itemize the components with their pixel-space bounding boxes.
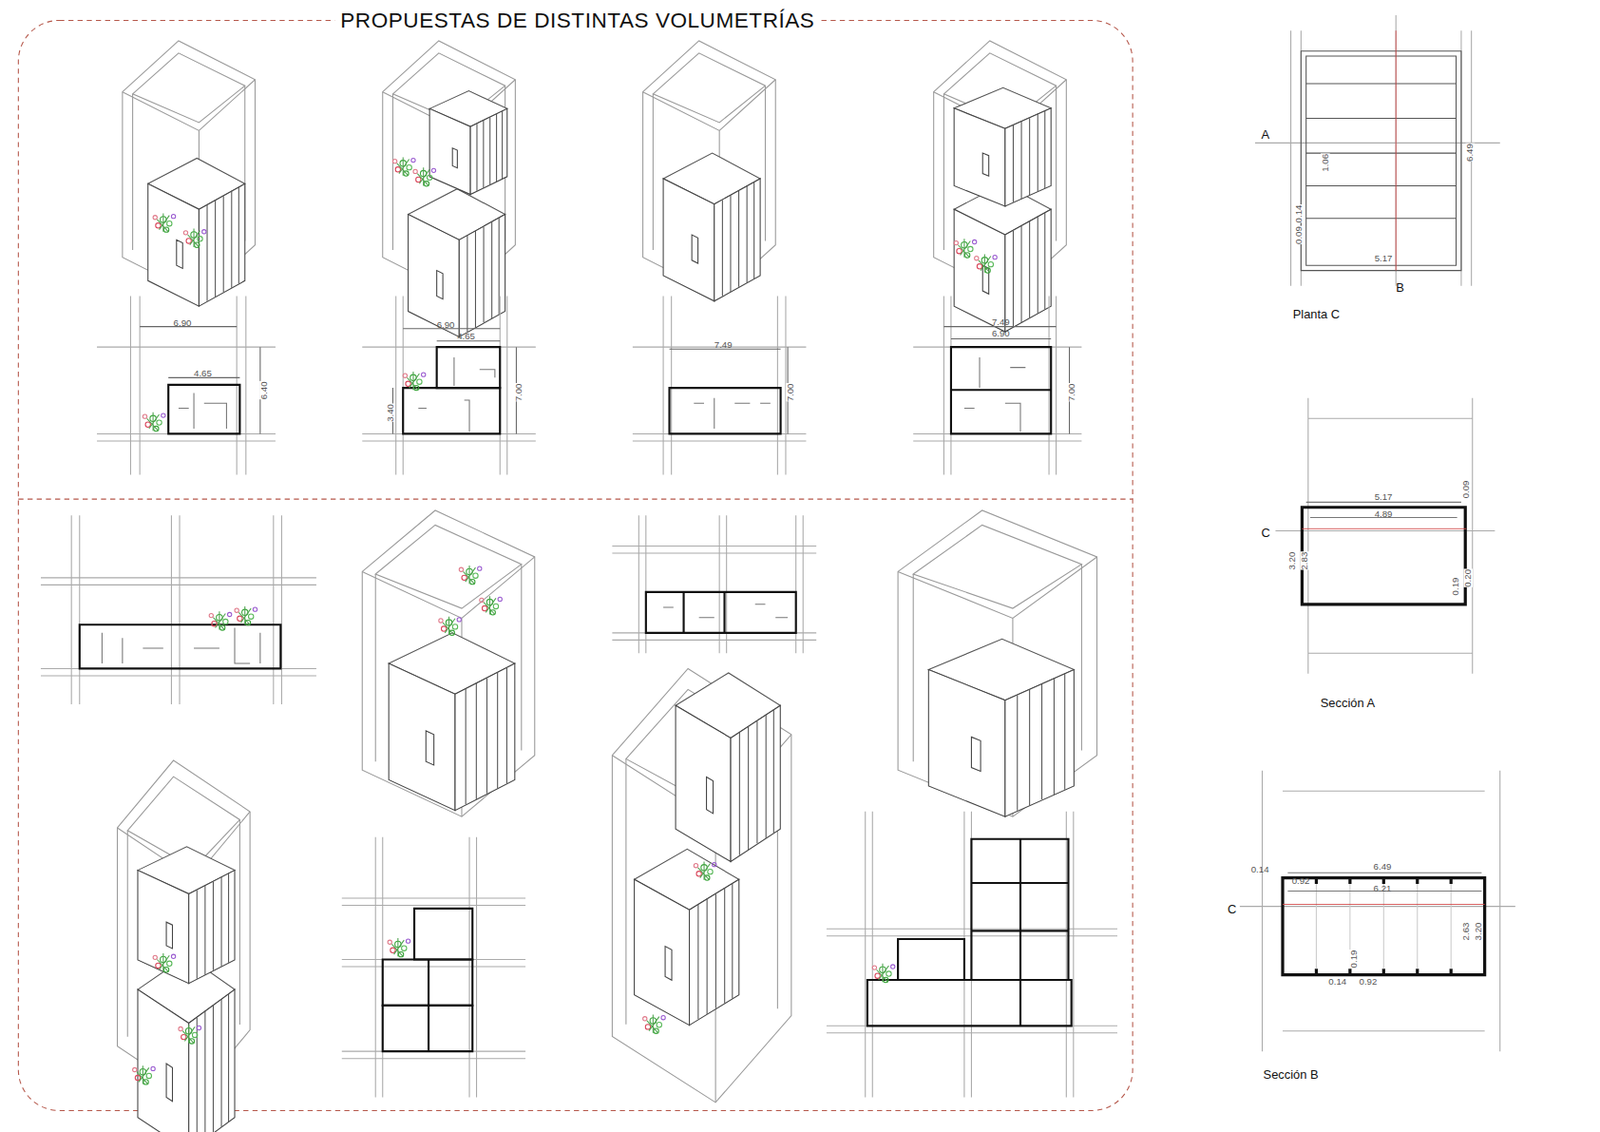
dimension-label: 6.49 bbox=[1373, 861, 1392, 872]
sheet-title: PROPUESTAS DE DISTINTAS VOLUMETRÍAS bbox=[334, 9, 821, 32]
view-label: B bbox=[1395, 281, 1405, 294]
dimension-label: 0.14 bbox=[1328, 977, 1347, 988]
dimension-label: 0.19 bbox=[1450, 577, 1461, 596]
dimension-label: 1.06 bbox=[1320, 153, 1331, 172]
dimension-label: 6.40 bbox=[259, 380, 269, 400]
dimension-label: 0.14 bbox=[1251, 865, 1270, 876]
dimension-label: 4.65 bbox=[457, 331, 476, 342]
dimension-label: 0.09 bbox=[1294, 226, 1304, 245]
dimension-label: 4.89 bbox=[1374, 510, 1393, 520]
dimension-label: 0.14 bbox=[1294, 205, 1304, 224]
dimension-label: 5.17 bbox=[1374, 493, 1393, 503]
dimension-label: 2.63 bbox=[1461, 922, 1471, 941]
dimension-label: 3.40 bbox=[385, 403, 396, 422]
dimension-label: 6.49 bbox=[1466, 143, 1476, 162]
dimension-label: 2.83 bbox=[1300, 552, 1311, 571]
dimension-label: 7.49 bbox=[714, 341, 733, 351]
dimension-label: 6.90 bbox=[173, 318, 192, 328]
dimension-label: 6.90 bbox=[437, 320, 456, 330]
dimension-label: 5.17 bbox=[1374, 253, 1393, 264]
dimension-label: 3.20 bbox=[1473, 922, 1484, 941]
dimension-label: 3.20 bbox=[1288, 552, 1298, 571]
view-label: Sección B bbox=[1263, 1067, 1319, 1081]
dimension-label: 0.19 bbox=[1349, 950, 1359, 969]
dimension-label: 4.65 bbox=[193, 369, 212, 380]
dimension-label: 7.49 bbox=[991, 317, 1010, 327]
view-label: C bbox=[1227, 902, 1237, 915]
view-label: A bbox=[1260, 128, 1270, 141]
dimension-label: 7.00 bbox=[1067, 383, 1078, 402]
dimension-label: 6.90 bbox=[991, 329, 1010, 340]
dimension-label: 0.92 bbox=[1292, 876, 1311, 887]
dimension-label: 7.00 bbox=[514, 383, 525, 402]
view-label: Planta C bbox=[1293, 307, 1340, 321]
dimension-label: 0.20 bbox=[1463, 569, 1473, 588]
dimension-label: 0.92 bbox=[1359, 977, 1378, 988]
dimension-label: 7.00 bbox=[785, 383, 796, 402]
dimension-label: 0.09 bbox=[1461, 480, 1471, 499]
view-label: C bbox=[1260, 526, 1270, 539]
view-label: Sección A bbox=[1320, 697, 1375, 710]
dimension-label: 6.21 bbox=[1373, 883, 1392, 894]
